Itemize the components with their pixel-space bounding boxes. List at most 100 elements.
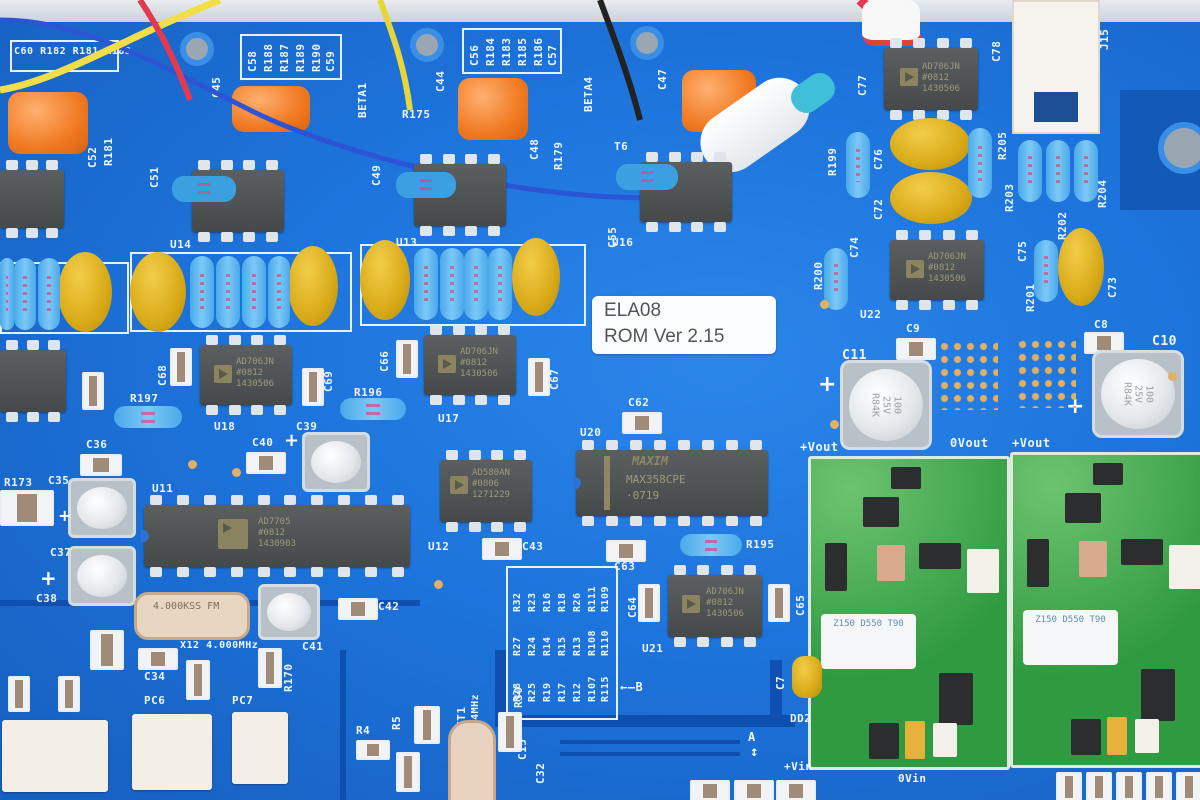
silk-t6: T6	[614, 140, 629, 153]
silk-u22: U22	[860, 308, 882, 321]
silk-c11: C11	[842, 348, 867, 363]
smd-resistor	[258, 648, 282, 688]
resistor	[846, 132, 870, 198]
via-pad	[232, 468, 241, 477]
chip-marking: AD706JN #0812 1430506	[460, 347, 498, 379]
tantalum-capacitor	[1058, 228, 1104, 306]
silk-c68: C68	[156, 364, 169, 386]
smd-capacitor-c36	[80, 454, 122, 476]
silk-u14: U14	[170, 238, 192, 251]
silk-r197: R197	[130, 392, 159, 405]
transformer: Z150 D550 T90	[1023, 610, 1118, 665]
trace	[560, 740, 740, 744]
chip-date: ·0719	[626, 489, 660, 502]
crystal-xt1	[448, 720, 496, 800]
silk-pc7: PC7	[232, 694, 254, 707]
silk-c38: C38	[36, 592, 58, 605]
resistor	[14, 258, 36, 330]
silk-grid-cell: R110	[600, 629, 611, 656]
silk-c35: C35	[48, 474, 70, 487]
electrolytic-capacitor-c11: 100 25V R84K	[840, 360, 932, 450]
chip-part: MAX358CPE	[626, 473, 686, 486]
silk-r195: R195	[746, 538, 775, 551]
silk-grid-cell: R16	[542, 592, 553, 612]
silk-c8: C8	[1094, 318, 1109, 331]
tantalum-capacitor	[890, 172, 972, 224]
silk-grid-cell: R108	[587, 629, 598, 656]
tantalum-capacitor	[512, 238, 560, 316]
silk-vin-pos: +Vin	[784, 760, 813, 773]
silk-c32: C32	[534, 762, 547, 784]
ic-top-right: AD706JN #0812 1430506	[884, 38, 978, 120]
silk-r5: R5	[390, 715, 403, 730]
crystal-x12: 4.000KSS FM	[134, 592, 250, 640]
ic-u22: AD706JN #0812 1430506	[890, 230, 984, 310]
trace	[560, 752, 740, 756]
ceramic-capacitor	[172, 176, 236, 202]
smd-resistor	[1116, 772, 1142, 800]
resistor-r196	[340, 398, 406, 420]
silk-box-group3	[462, 28, 562, 74]
silk-grid-cell: R19	[542, 682, 553, 702]
silk-r173: R173	[4, 476, 33, 489]
chip-marking: AD580AN #0806 1271229	[472, 468, 510, 500]
silk-grid-cell: R15	[557, 636, 568, 656]
silk-pc6: PC6	[144, 694, 166, 707]
resistor	[1074, 140, 1098, 202]
arrow-b: ←—B	[620, 680, 644, 694]
resistor	[190, 256, 214, 328]
silk-grid-cell: R26	[572, 592, 583, 612]
silk-grid-cell: R17	[557, 682, 568, 702]
silk-r4: R4	[356, 724, 371, 737]
smd-resistor	[776, 780, 816, 800]
smd-capacitor	[82, 372, 104, 410]
via-pad	[434, 580, 443, 589]
resistor	[464, 248, 488, 320]
resistor	[824, 248, 848, 310]
silk-grid-cell: R18	[557, 592, 568, 612]
silk-c34: C34	[144, 670, 166, 683]
ground-trace	[770, 660, 782, 720]
resistor	[1046, 140, 1070, 202]
silk-vin-zero: 0Vin	[898, 772, 927, 785]
silk-grid-cell: R13	[572, 636, 583, 656]
tantalum-capacitor	[130, 252, 186, 332]
via-pad	[830, 420, 839, 429]
silk-grid-cell: R115	[600, 675, 611, 702]
resistor	[216, 256, 240, 328]
smd-capacitor-c9	[896, 338, 936, 360]
resistor	[268, 256, 290, 328]
ecap-marking: 100 25V R84K	[869, 392, 903, 418]
smd-resistor	[8, 676, 30, 712]
silk-u12: U12	[428, 540, 450, 553]
crystal-marking: 4.000KSS FM	[153, 601, 220, 612]
ic-u21: AD706JN #0812 1430506	[668, 565, 762, 647]
smd-resistor	[58, 676, 80, 712]
smd-capacitor	[498, 712, 522, 752]
electrolytic-capacitor-c10: 100 25V R84K	[1092, 350, 1184, 438]
silk-grid-cell: R25	[527, 682, 538, 702]
silk-grid-cell: R24	[527, 636, 538, 656]
resistor	[1034, 240, 1058, 302]
film-capacitor	[458, 78, 528, 140]
silk-c43: C43	[522, 540, 544, 553]
tantalum-capacitor	[890, 118, 970, 170]
silk-grid-cell: R28	[512, 682, 523, 702]
chip-brand: MAXIM	[632, 454, 669, 468]
smd-capacitor-c65	[768, 584, 790, 622]
smd-resistor	[1146, 772, 1172, 800]
ic-left-top	[0, 160, 64, 238]
silk-grid-cell: R12	[572, 682, 583, 702]
silk-c10: C10	[1152, 334, 1177, 349]
electrolytic-capacitor-c37	[68, 546, 136, 606]
polarity-plus: +	[818, 372, 837, 397]
silk-c41: C41	[302, 640, 324, 653]
silk-u11: U11	[152, 482, 174, 495]
smd-capacitor-c63	[606, 540, 646, 562]
smd-resistor	[690, 780, 730, 800]
silk-vout-zero-1: 0Vout	[950, 436, 989, 450]
silk-c36: C36	[86, 438, 108, 451]
smd-resistor	[1086, 772, 1112, 800]
ic-u20-multiplexer: MAXIM MAX358CPE ·0719	[573, 440, 768, 526]
smd-capacitor	[302, 368, 324, 406]
